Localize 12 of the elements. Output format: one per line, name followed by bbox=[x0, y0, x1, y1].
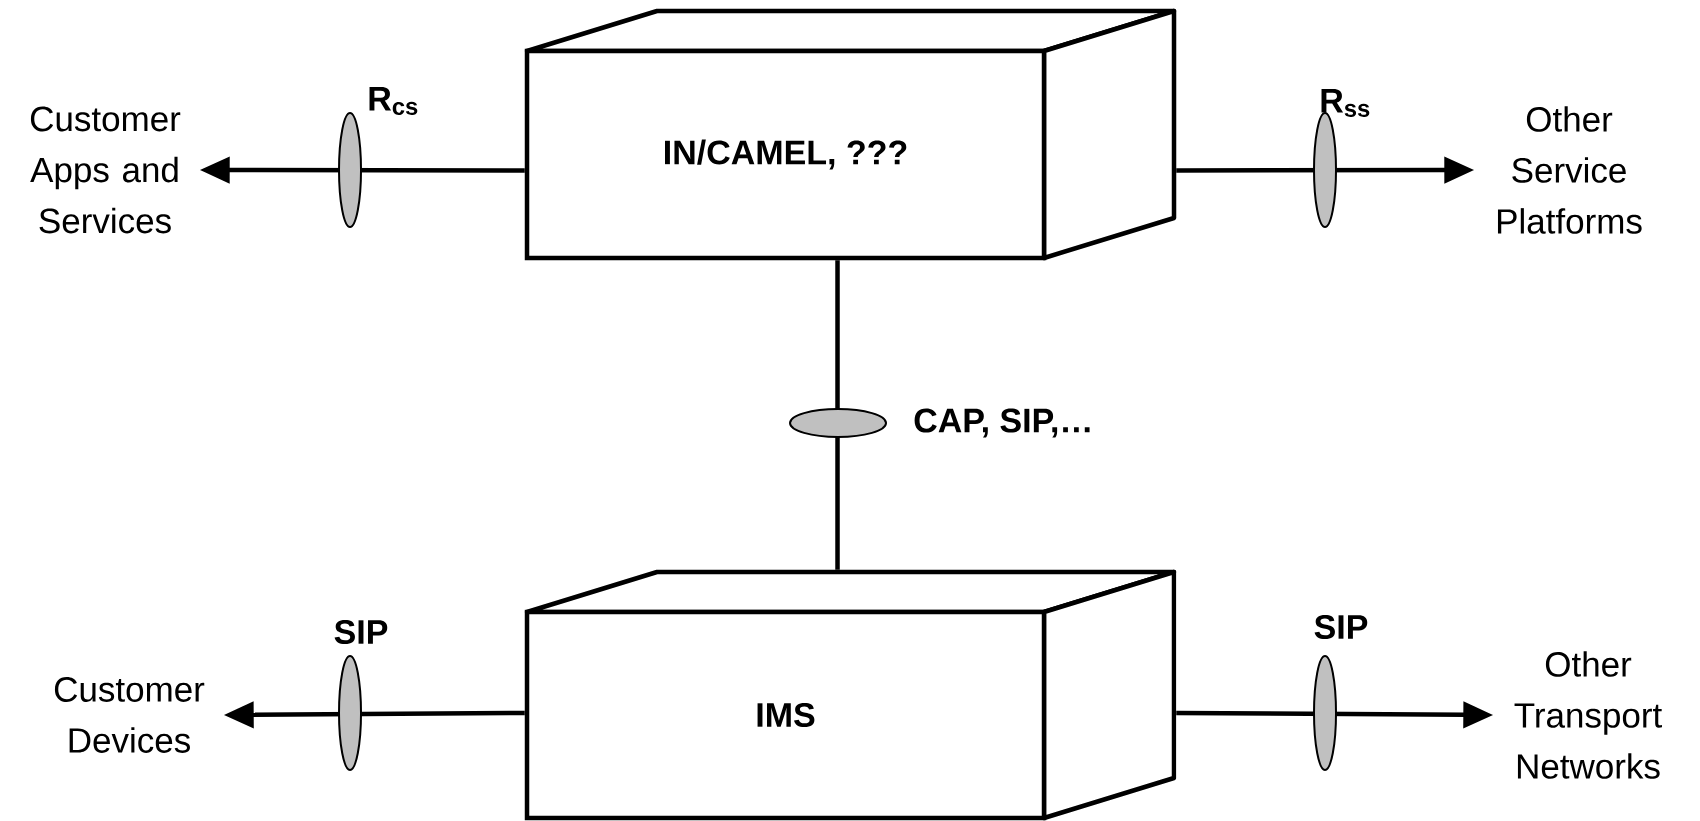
endpoint-label: Other Service Platforms bbox=[1497, 106, 1642, 234]
interface-label: CAP, SIP,… bbox=[914, 408, 1090, 438]
interface-label: R$_{cs}$ bbox=[369, 87, 418, 115]
interface-label: SIP bbox=[1314, 614, 1368, 640]
endpoint-label: Customer Apps and Services bbox=[30, 106, 181, 234]
box-drawing: IN/CAMEL, ??? bbox=[524, 8, 1177, 261]
endpoint-label: Other Transport Networks bbox=[1514, 651, 1662, 779]
endpoint-label: Customer Devices bbox=[54, 677, 205, 753]
interface-arrow bbox=[789, 260, 887, 570]
interface-label: R$_{ss}$ bbox=[1321, 89, 1370, 117]
interface-label: SIP bbox=[334, 619, 388, 645]
box-drawing: IMS bbox=[524, 569, 1177, 821]
